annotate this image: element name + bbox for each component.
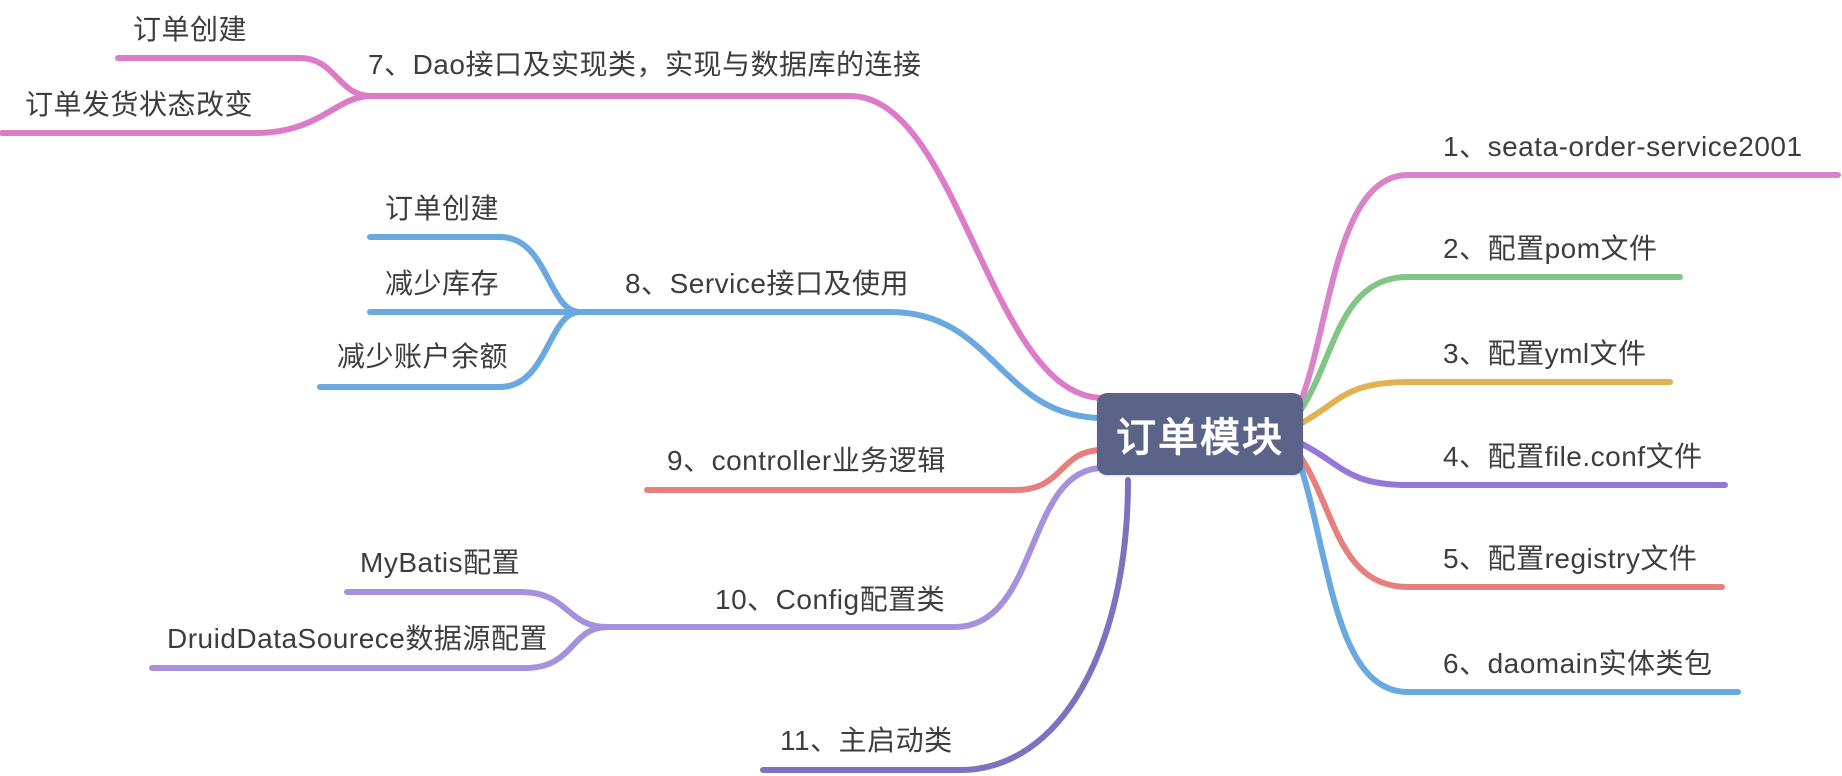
topic-11-main-starter[interactable]: 11、主启动类 — [780, 725, 953, 756]
branch-7-child-1-line — [115, 55, 373, 99]
subtopic-7-order-create[interactable]: 订单创建 — [133, 14, 248, 45]
subtopic-8-reduce-balance[interactable]: 减少账户余额 — [337, 341, 509, 372]
branch-10-child-2-line — [149, 624, 611, 671]
subtopic-10-mybatis[interactable]: MyBatis配置 — [360, 547, 521, 578]
topic-4-file-conf[interactable]: 4、配置file.conf文件 — [1443, 441, 1703, 472]
topic-9-controller[interactable]: 9、controller业务逻辑 — [667, 445, 946, 476]
subtopic-8-reduce-stock[interactable]: 减少库存 — [385, 268, 500, 299]
branch-6-line — [1297, 461, 1741, 695]
branch-3-line — [1297, 379, 1673, 427]
branch-8-child-3-line — [317, 309, 583, 390]
branch-9-line — [644, 447, 1106, 493]
branch-8-line — [572, 309, 1106, 421]
root-node-order-module[interactable]: 订单模块 — [1097, 393, 1303, 475]
topic-7-dao[interactable]: 7、Dao接口及实现类，实现与数据库的连接 — [368, 49, 922, 80]
branch-4-line — [1297, 440, 1728, 488]
topic-6-daomain[interactable]: 6、daomain实体类包 — [1443, 648, 1713, 679]
topic-3-yml[interactable]: 3、配置yml文件 — [1443, 338, 1647, 369]
branch-2-line — [1297, 274, 1683, 414]
topic-10-config[interactable]: 10、Config配置类 — [715, 584, 946, 615]
subtopic-8-order-create[interactable]: 订单创建 — [385, 193, 500, 224]
subtopic-7-order-ship-status[interactable]: 订单发货状态改变 — [25, 89, 254, 120]
branch-7-line — [362, 93, 1106, 401]
branch-10-child-1-line — [344, 589, 611, 630]
topic-8-service[interactable]: 8、Service接口及使用 — [625, 268, 909, 299]
branch-10-line — [602, 465, 1106, 630]
topic-1-seata-order-service[interactable]: 1、seata-order-service2001 — [1443, 131, 1803, 162]
subtopic-10-druid-datasource[interactable]: DruidDataSourece数据源配置 — [167, 623, 548, 654]
branch-8-child-1-line — [367, 234, 583, 315]
topic-2-pom[interactable]: 2、配置pom文件 — [1443, 233, 1658, 264]
branch-11-line — [760, 477, 1131, 773]
branch-5-line — [1297, 453, 1725, 590]
branch-1-line — [1297, 172, 1841, 406]
topic-5-registry[interactable]: 5、配置registry文件 — [1443, 543, 1698, 574]
branch-7-child-2-line — [0, 93, 373, 136]
